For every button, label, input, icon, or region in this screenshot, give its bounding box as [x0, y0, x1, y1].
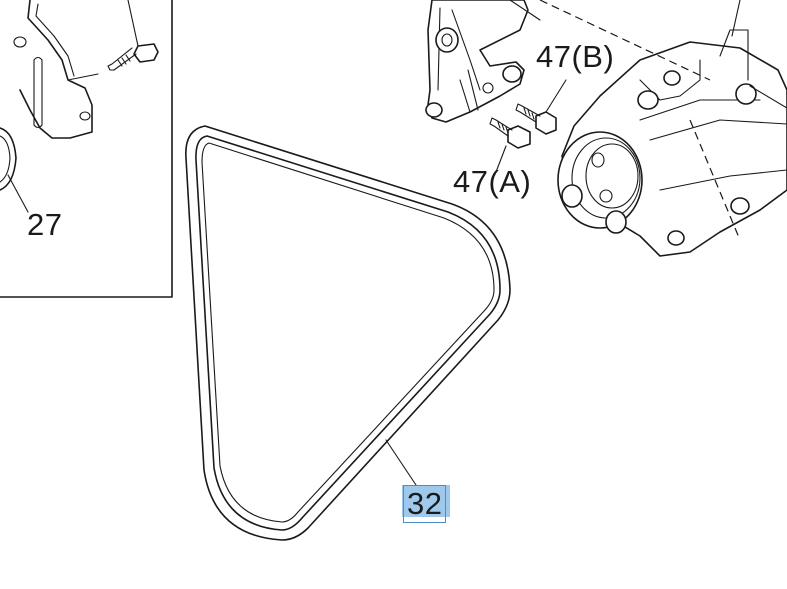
- drive-belt: [185, 125, 511, 541]
- bolt-47a: [489, 117, 531, 173]
- detail-inset: [0, 0, 173, 298]
- callout-27[interactable]: 27: [27, 207, 63, 242]
- compressor: [539, 0, 787, 257]
- bolt-47b: [515, 79, 567, 135]
- callout-32[interactable]: 32: [403, 485, 447, 523]
- callout-47b[interactable]: 47(B): [536, 39, 615, 74]
- compressor-bracket: [425, 0, 541, 123]
- callout-47a[interactable]: 47(A): [453, 164, 532, 199]
- highlight-32: [402, 485, 450, 517]
